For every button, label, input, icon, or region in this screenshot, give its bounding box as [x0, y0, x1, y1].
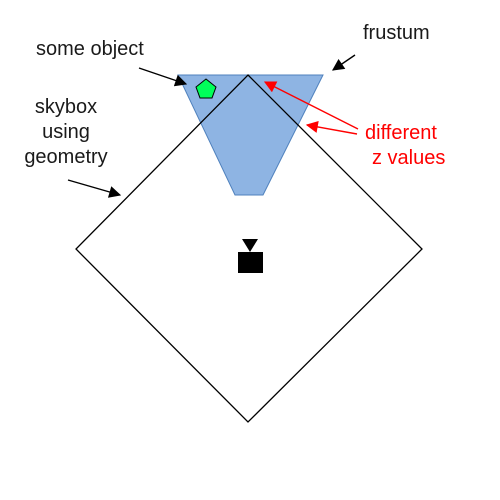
- skybox-label-line-1: skybox: [34, 96, 98, 118]
- camera-icon: [238, 239, 263, 273]
- some-object-arrow: [138, 67, 188, 87]
- skybox-diamond: [75, 74, 423, 423]
- different-z-label-line-1: different: [365, 122, 437, 144]
- z-value-arrow-top: [263, 81, 359, 130]
- skybox-arrow: [67, 179, 122, 198]
- skybox-label: skybox using geometry: [17, 95, 115, 170]
- different-z-label-line-2: z values: [372, 147, 446, 169]
- pentagon-object-icon: [195, 78, 217, 99]
- skybox-label-line-2: using: [42, 121, 90, 143]
- frustum-label: frustum: [363, 22, 430, 44]
- skybox-label-line-3: geometry: [24, 146, 108, 168]
- z-value-arrow-side: [305, 121, 358, 135]
- some-object-label: some object: [36, 38, 144, 60]
- frustum-shape: [177, 74, 324, 196]
- frustum-arrow: [332, 54, 356, 71]
